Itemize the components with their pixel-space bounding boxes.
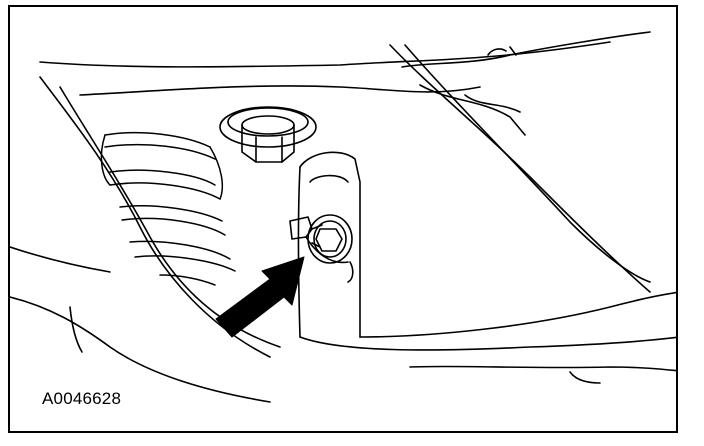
lower-control-arm	[10, 151, 676, 403]
figure-id-label: A0046628	[42, 389, 122, 408]
suspension-line-drawing	[10, 31, 676, 403]
pointer-arrow-icon	[215, 256, 305, 338]
upper-body-panel	[39, 31, 651, 293]
stud-nut	[289, 214, 353, 264]
illustration-frame: A0046628	[8, 5, 678, 433]
upper-mount-bolt	[219, 106, 317, 163]
coil-spring	[100, 131, 236, 286]
